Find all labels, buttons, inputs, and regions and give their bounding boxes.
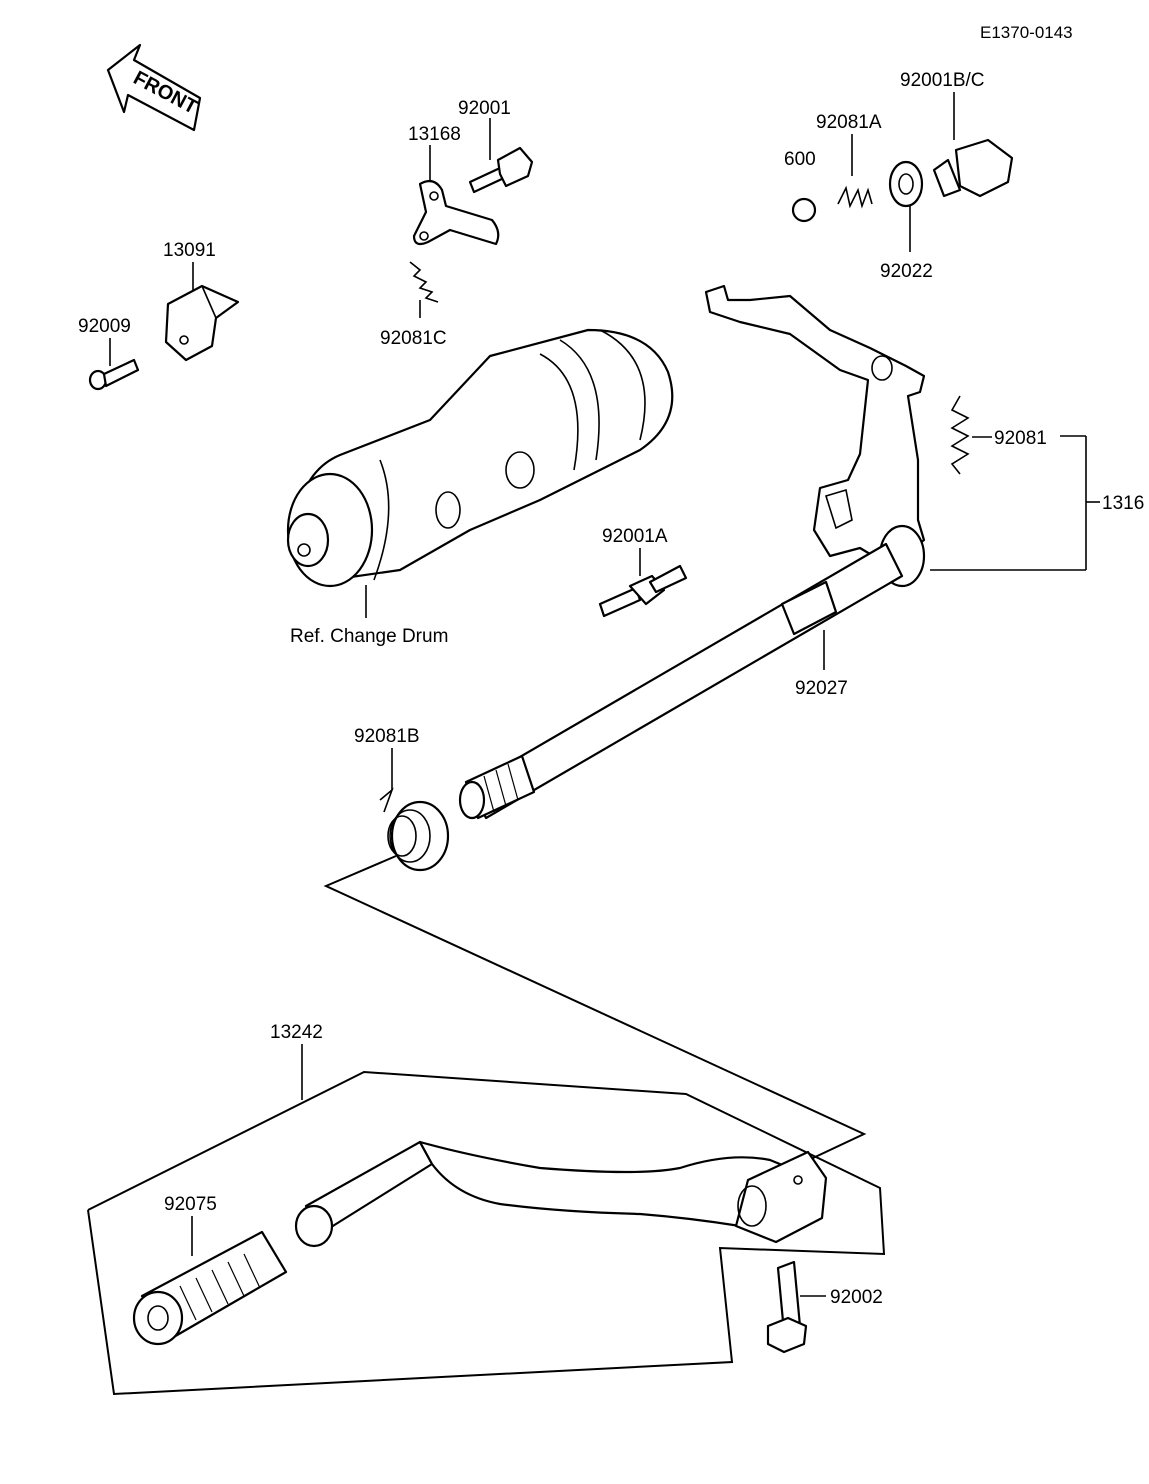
label-92075: 92075 xyxy=(164,1194,217,1215)
label-92027: 92027 xyxy=(795,678,848,699)
label-92009: 92009 xyxy=(78,316,131,337)
label-13168: 13168 xyxy=(408,124,461,145)
label-92081a: 92081A xyxy=(816,112,882,133)
label-92001: 92001 xyxy=(458,98,511,119)
stud-92001a: 92001A xyxy=(598,526,688,618)
bracket-13091: 13091 xyxy=(163,240,240,362)
bolt-92001: 92001 xyxy=(458,98,534,194)
washer-92022: 92022 xyxy=(880,160,933,282)
label-600: 600 xyxy=(784,149,816,170)
spring-92081: 92081 xyxy=(950,395,1047,475)
change-drum: Ref. Change Drum xyxy=(286,328,674,647)
diagram-code: E1370-0143 xyxy=(980,23,1073,42)
label-92001a: 92001A xyxy=(602,526,668,547)
shift-mechanism-1316: 1316 xyxy=(704,284,1144,588)
spring-92081c: 92081C xyxy=(380,261,447,349)
spring-92081a: 92081A xyxy=(816,112,882,209)
label-92081: 92081 xyxy=(994,428,1047,449)
bolt-92002: 92002 xyxy=(766,1260,883,1354)
label-92022: 92022 xyxy=(880,261,933,282)
torsion-spring-92081b: 92081B xyxy=(354,726,450,872)
assembly-guide-line xyxy=(323,855,867,1167)
plate-13168: 13168 xyxy=(408,124,500,246)
label-92002: 92002 xyxy=(830,1287,883,1308)
pedal-assembly-outline: 13242 xyxy=(87,1022,886,1396)
label-92001bc: 92001B/C xyxy=(900,70,985,91)
plug-92001bc: 92001B/C xyxy=(900,70,1014,198)
ball-600: 600 xyxy=(784,149,817,223)
label-13242: 13242 xyxy=(270,1022,323,1043)
screw-92009: 92009 xyxy=(78,316,140,391)
label-13091: 13091 xyxy=(163,240,216,261)
label-92081c: 92081C xyxy=(380,328,447,349)
label-1316: 1316 xyxy=(1102,493,1144,514)
shift-pedal xyxy=(294,1140,828,1248)
label-ref-change-drum: Ref. Change Drum xyxy=(290,626,448,647)
front-arrow-icon: FRONT xyxy=(106,43,202,132)
pedal-rubber-92075: 92075 xyxy=(132,1194,288,1346)
label-92081b: 92081B xyxy=(354,726,420,747)
shift-shaft: 92027 xyxy=(458,542,904,820)
